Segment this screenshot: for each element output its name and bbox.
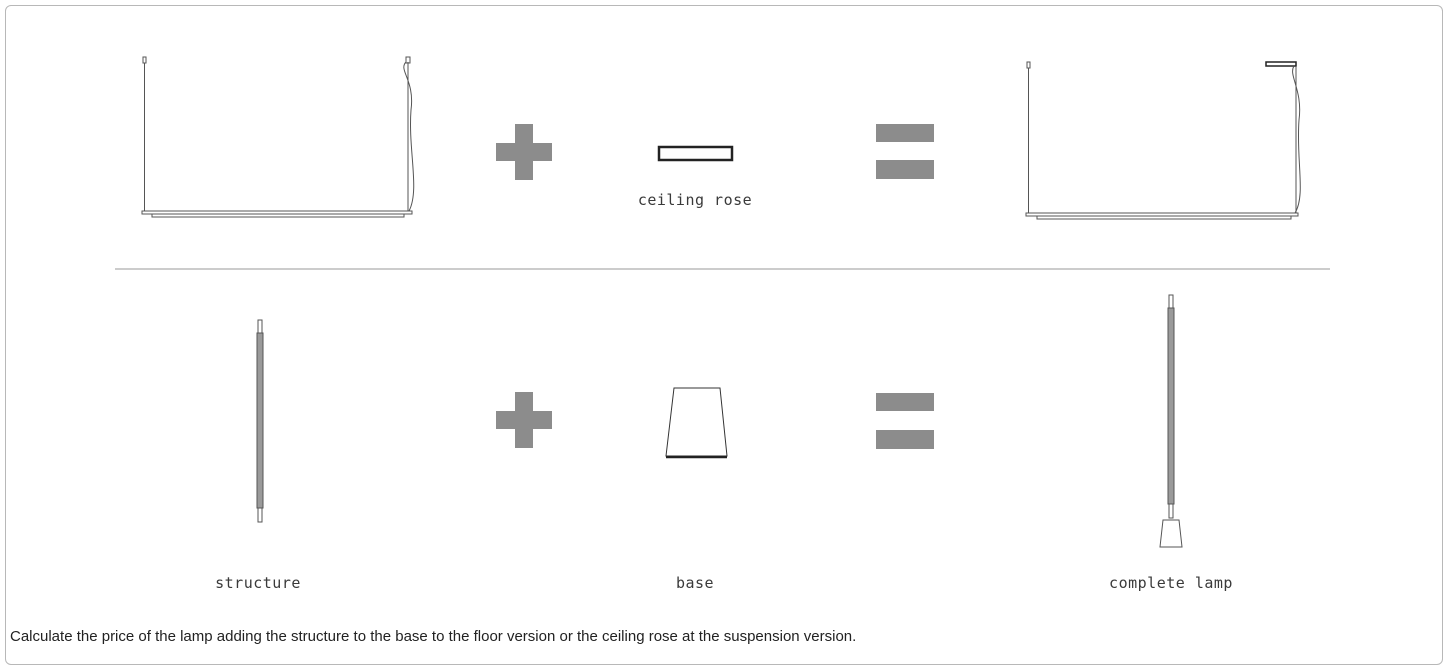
ceiling-rose-drawing <box>657 145 734 162</box>
plus-icon <box>496 124 552 180</box>
equals-icon <box>876 393 934 449</box>
suspension-structure-drawing <box>141 56 415 218</box>
structure-drawing <box>256 319 264 523</box>
base-drawing <box>665 387 728 459</box>
ceiling-rose-label: ceiling rose <box>637 191 753 209</box>
base-label: base <box>675 574 715 592</box>
complete-suspension-lamp-drawing <box>1025 61 1301 220</box>
structure-label: structure <box>215 574 301 592</box>
equals-icon <box>876 124 934 179</box>
plus-icon <box>496 392 552 448</box>
diagram-frame <box>5 5 1443 665</box>
complete-lamp-label: complete lamp <box>1109 574 1233 592</box>
complete-floor-lamp-drawing <box>1159 294 1183 548</box>
pricing-caption: Calculate the price of the lamp adding t… <box>10 628 857 645</box>
